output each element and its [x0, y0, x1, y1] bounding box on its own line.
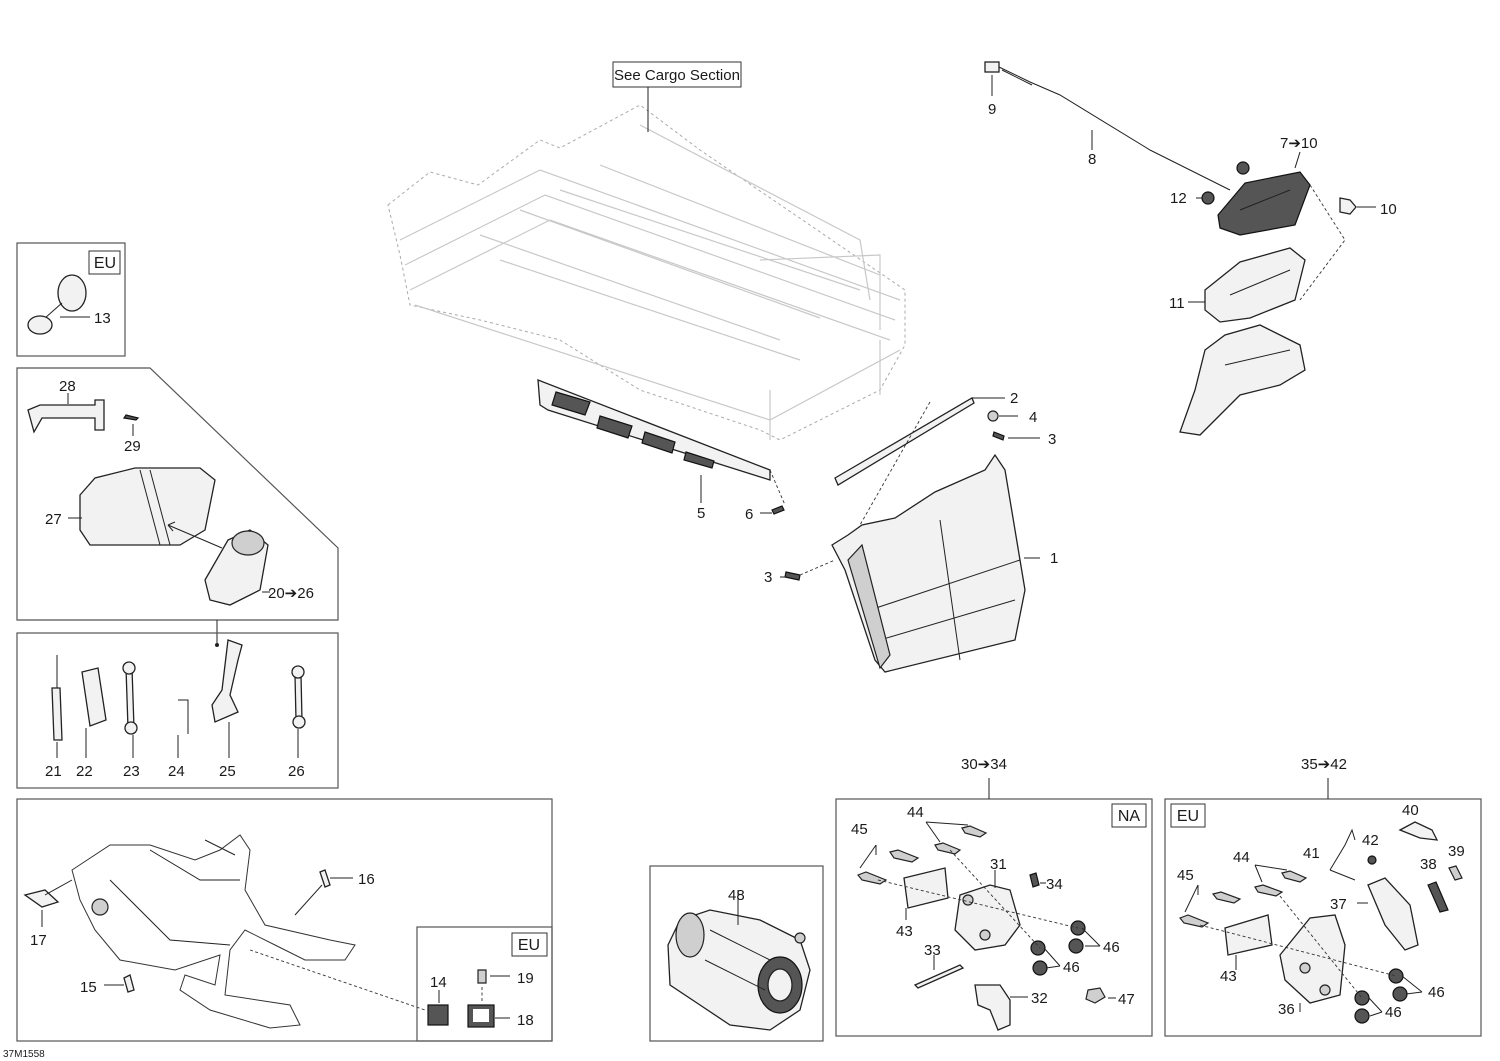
callout-47: 47 — [1118, 991, 1135, 1008]
callout-26: 26 — [288, 763, 305, 780]
callout-14: 14 — [430, 974, 447, 991]
callout-44: 44 — [907, 804, 924, 821]
callout-33: 33 — [924, 942, 941, 959]
callout-35-42: 35➔42 — [1301, 756, 1347, 773]
na-tag: NA — [1118, 808, 1141, 825]
callout-13: 13 — [94, 310, 111, 327]
tool-kit-box — [16, 367, 339, 647]
callout-46: 46 — [1385, 1004, 1402, 1021]
callout-24: 24 — [168, 763, 185, 780]
eu-reflectors-box: EU — [416, 926, 553, 1042]
callout-30-34: 30➔34 — [961, 756, 1007, 773]
drawing-id: 37M1558 — [3, 1049, 45, 1060]
callout-17: 17 — [30, 932, 47, 949]
callout-44: 44 — [1233, 849, 1250, 866]
callout-40: 40 — [1402, 802, 1419, 819]
tail-light-harness — [984, 61, 1231, 191]
callout-31: 31 — [990, 856, 1007, 873]
callout-29: 29 — [124, 438, 141, 455]
callout-21: 21 — [45, 763, 62, 780]
callout-42: 42 — [1362, 832, 1379, 849]
callout-22: 22 — [76, 763, 93, 780]
callout-46: 46 — [1428, 984, 1445, 1001]
flap-strip — [834, 397, 1005, 486]
eu-tag: EU — [518, 937, 540, 954]
flap-fasteners — [760, 401, 1040, 581]
tail-light — [1196, 151, 1376, 301]
callout-2: 2 — [1010, 390, 1018, 407]
see-cargo-note: See Cargo Section — [612, 61, 742, 132]
callout-34: 34 — [1046, 876, 1063, 893]
callout-8: 8 — [1088, 151, 1096, 168]
callout-39: 39 — [1448, 843, 1465, 860]
callout-9: 9 — [988, 101, 996, 118]
callout-45: 45 — [1177, 867, 1194, 884]
callout-11: 11 — [1169, 295, 1185, 312]
callout-43: 43 — [896, 923, 913, 940]
callout-46: 46 — [1063, 959, 1080, 976]
callout-4: 4 — [1029, 409, 1037, 426]
callout-16: 16 — [358, 871, 375, 888]
callout-38: 38 — [1420, 856, 1437, 873]
callout-45: 45 — [851, 821, 868, 838]
callout-25: 25 — [219, 763, 236, 780]
na-hitch-box: NA — [835, 778, 1153, 1037]
callout-19: 19 — [517, 970, 534, 987]
callout-6: 6 — [745, 506, 753, 523]
callout-23: 23 — [123, 763, 140, 780]
winch-box — [649, 865, 824, 1042]
cargo-rack-ghost — [387, 104, 906, 441]
callout-1: 1 — [1050, 550, 1058, 567]
callout-15: 15 — [80, 979, 97, 996]
callout-20-26: 20➔26 — [268, 585, 314, 602]
callout-10: 10 — [1380, 201, 1397, 218]
callout-32: 32 — [1031, 990, 1048, 1007]
callout-43: 43 — [1220, 968, 1237, 985]
callout-7-10: 7➔10 — [1280, 135, 1318, 152]
callout-5: 5 — [697, 505, 705, 522]
tail-light-housing — [1179, 247, 1306, 436]
see-cargo-text: See Cargo Section — [614, 67, 740, 84]
eu-mirror-box: EU — [16, 242, 126, 357]
callout-27: 27 — [45, 511, 62, 528]
callout-37: 37 — [1330, 896, 1347, 913]
eu-tag: EU — [1177, 808, 1199, 825]
tools-box — [16, 632, 339, 789]
callout-3: 3 — [1048, 431, 1056, 448]
eu-hitch-box: EU — [1164, 778, 1482, 1037]
callout-28: 28 — [59, 378, 76, 395]
mud-flap — [831, 453, 1040, 673]
eu-tag: EU — [94, 255, 116, 272]
callout-41: 41 — [1303, 845, 1320, 862]
callout-3: 3 — [764, 569, 772, 586]
callout-48: 48 — [728, 887, 745, 904]
callout-18: 18 — [517, 1012, 534, 1029]
vehicle-decals-box — [16, 798, 553, 1042]
callout-labels: 1 2 3 3 4 5 6 7➔10 8 9 10 11 12 13 14 15… — [30, 101, 1465, 1029]
rack-side-panel — [537, 379, 771, 503]
callout-12: 12 — [1170, 190, 1187, 207]
callout-36: 36 — [1278, 1001, 1295, 1018]
callout-46: 46 — [1103, 939, 1120, 956]
